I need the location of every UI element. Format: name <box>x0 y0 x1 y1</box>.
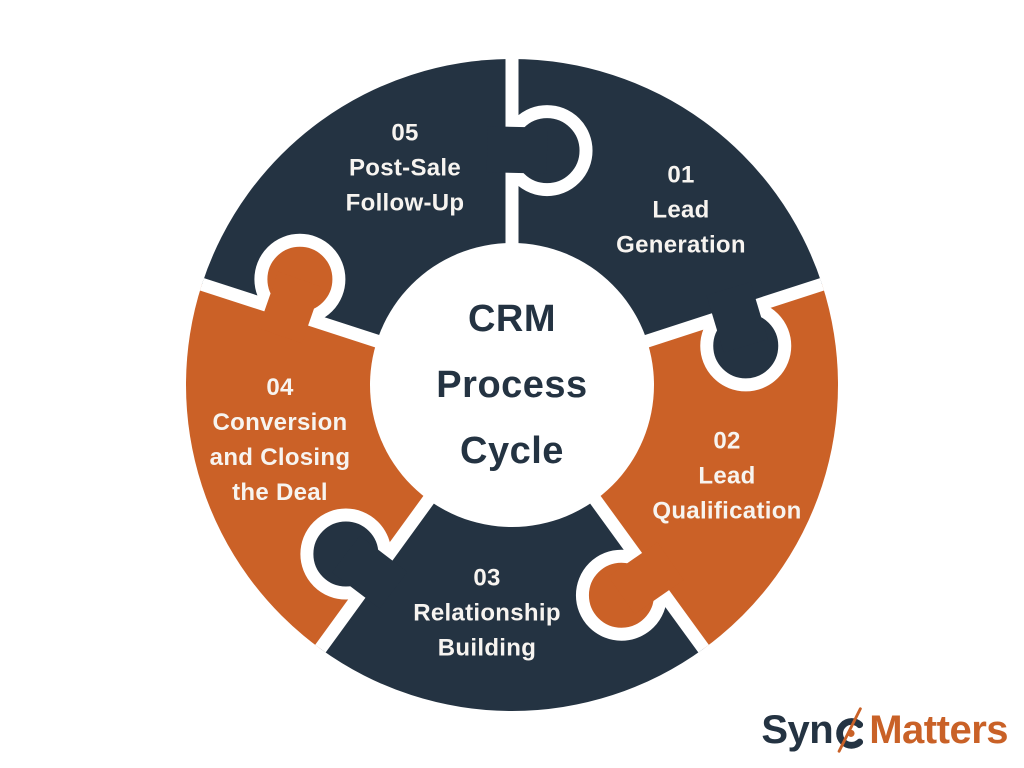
segment-label-line: Qualification <box>652 497 802 525</box>
segment-label-05: 05 Post-Sale Follow-Up <box>346 116 465 221</box>
puzzle-knob-neck <box>258 271 322 344</box>
segment-number: 04 <box>266 374 294 401</box>
center-title: CRM Process Cycle <box>436 286 587 484</box>
segment-label-01: 01 Lead Generation <box>616 158 746 263</box>
segment-number: 05 <box>391 119 419 147</box>
segment-number: 03 <box>473 564 501 592</box>
segment-number: 01 <box>667 161 695 189</box>
puzzle-knob-neck <box>331 535 408 609</box>
segment-number: 02 <box>713 427 741 455</box>
center-title-line: Cycle <box>460 430 564 472</box>
logo-text-syn: Syn <box>761 707 834 752</box>
center-circle <box>370 243 654 527</box>
segment-label-line: and Closing <box>209 444 351 471</box>
segment-label-line: the Deal <box>232 479 328 506</box>
segment-label-line: Building <box>437 634 537 662</box>
center-title-line: CRM <box>467 298 557 340</box>
segment-label-line: Lead <box>698 462 756 490</box>
segment-label-line: Follow-Up <box>345 189 465 217</box>
segment-label-line: Relationship <box>413 599 561 627</box>
segment-label-line: Lead <box>652 196 710 224</box>
syncmatters-logo: Syn Matters <box>761 702 1008 758</box>
sync-c-icon <box>834 705 868 755</box>
segment-label-04: 04 Conversion and Closing the Deal <box>210 370 351 510</box>
segment-label-line: Generation <box>616 231 746 259</box>
segment-label-03: 03 Relationship Building <box>413 561 561 666</box>
logo-text-matters: Matters <box>869 707 1008 752</box>
puzzle-knob-neck <box>486 126 548 174</box>
segment-label-line: Post-Sale <box>348 154 462 182</box>
center-title-line: Process <box>436 364 588 406</box>
segment-label-line: Conversion <box>212 409 348 436</box>
puzzle-knob-neck <box>608 542 684 615</box>
puzzle-knob-neck <box>706 281 768 353</box>
segment-label-02: 02 Lead Qualification <box>652 424 801 529</box>
